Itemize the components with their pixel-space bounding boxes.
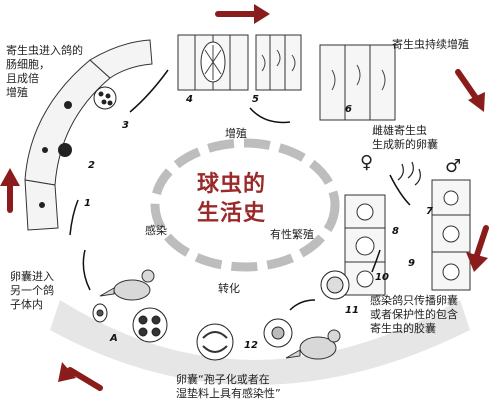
annotation-continue-proliferate: 寄生虫持续增殖 — [392, 38, 469, 51]
stage-transformation: 转化 — [218, 282, 240, 295]
step-label-A: A — [110, 333, 118, 344]
step-number-9: 9 — [408, 258, 415, 269]
annotation-enter-intestine: 寄生虫进入鸽的 肠细胞， 且成倍 增殖 — [6, 44, 83, 99]
cell-strip-right — [344, 179, 471, 296]
red-direction-arrows — [0, 4, 489, 391]
oocyst-bottom-1 — [92, 303, 108, 323]
cell-block-top-right — [255, 34, 302, 91]
cell-block-top-left — [177, 34, 249, 91]
gametes — [397, 161, 421, 186]
annotation-oocyst-sporulate: 卵囊“孢子化或者在 湿垫料上具有感染性” — [176, 373, 281, 400]
step-number-8: 8 — [392, 226, 399, 237]
step-number-10: 10 — [375, 272, 389, 283]
diagram-title-line2: 生活史 — [197, 200, 267, 226]
female-symbol: ♀ — [360, 152, 374, 173]
pigeon-right — [285, 329, 341, 360]
stage-infection: 感染 — [145, 224, 167, 237]
step-number-4: 4 — [186, 94, 193, 105]
oocyst-bottom-2 — [132, 307, 168, 343]
step-number-1: 1 — [84, 198, 91, 209]
annotation-enter-other-pigeon: 卵囊进入 另一个鸽 子体内 — [10, 270, 54, 311]
step-number-12: 12 — [244, 340, 258, 351]
oocyst-bottom-4 — [263, 318, 293, 348]
stage-sexual-reproduction: 有性繁殖 — [270, 228, 314, 241]
cycle-arrows — [69, 69, 411, 311]
step-number-5: 5 — [252, 94, 259, 105]
pigeon-left — [99, 269, 155, 301]
annotation-male-female: 雌雄寄生虫 生成新的卵囊 — [372, 124, 438, 151]
step-number-6: 6 — [345, 104, 352, 115]
center-dashed-ring — [150, 138, 340, 272]
stage-proliferation: 增殖 — [225, 127, 247, 140]
step-number-11: 11 — [345, 305, 359, 316]
intestinal-cell-nuclei-left — [39, 101, 72, 208]
diagram-title-line1: 球虫的 — [197, 171, 267, 197]
step-number-2: 2 — [88, 160, 95, 171]
annotation-infected-pigeon: 感染鸽只传播卵囊 或者保护性的包含 寄生虫的胶囊 — [370, 294, 458, 335]
environment-band — [50, 300, 470, 385]
step-number-3: 3 — [122, 120, 129, 131]
cell-block-right-top — [319, 44, 396, 121]
schizont-left — [93, 86, 117, 110]
oocyst-bottom-3 — [196, 323, 234, 361]
male-symbol: ♂ — [445, 156, 462, 177]
step-number-7: 7 — [426, 206, 433, 217]
oocyst-right-bottom — [320, 270, 350, 300]
